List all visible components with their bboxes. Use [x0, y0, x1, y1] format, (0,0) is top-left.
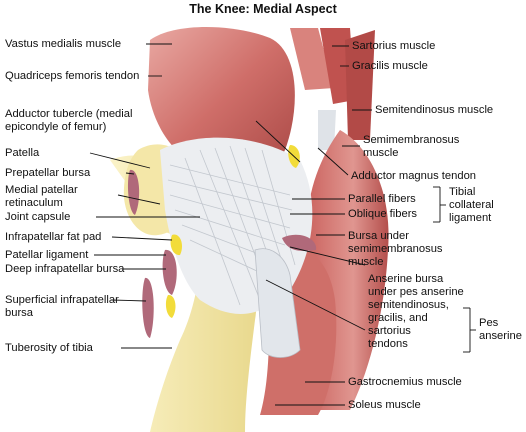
label-anserine-bursa-line1: Anserine bursa [368, 273, 444, 285]
label-adductor-tubercle-line2: epicondyle of femur) [5, 121, 107, 133]
label-patellar-ligament: Patellar ligament [5, 249, 89, 261]
label-anserine-bursa-line3: semitendinosus, [368, 299, 449, 311]
label-tibial-collateral-line1: Tibial [449, 186, 476, 198]
semitendinosus-shape [345, 30, 375, 140]
label-adductor-magnus-tendon: Adductor magnus tendon [351, 170, 477, 182]
label-vastus-medialis: Vastus medialis muscle [5, 38, 122, 50]
vastus-medialis-shape [148, 27, 295, 173]
superficial-infrapatellar-bursa-shape [142, 277, 154, 338]
tibia-shape [110, 155, 257, 432]
pes-anserine-tendons-shape [254, 248, 301, 358]
label-tibial-collateral-line2: collateral [449, 199, 494, 211]
label-adductor-tubercle-line1: Adductor tubercle (medial [5, 108, 133, 120]
infrapatellar-fat-pad-shape [170, 234, 183, 256]
label-pes-anserine-line1: Pes [479, 317, 499, 329]
label-medial-retinaculum-line1: Medial patellar [5, 184, 78, 196]
label-infrapatellar-fat-pad: Infrapatellar fat pad [5, 231, 102, 243]
fat-pad-lower-shape [165, 294, 176, 318]
label-pes-anserine-line2: anserine [479, 330, 522, 342]
label-parallel-fibers: Parallel fibers [348, 193, 416, 205]
label-semimembranosus-line2: muscle [363, 147, 399, 159]
label-anserine-bursa-line2: under pes anserine [368, 286, 464, 298]
label-joint-capsule: Joint capsule [5, 211, 71, 223]
sartorius-shape [290, 28, 334, 90]
label-gastrocnemius: Gastrocnemius muscle [348, 376, 462, 388]
label-sartorius: Sartorius muscle [352, 40, 436, 52]
label-oblique-fibers: Oblique fibers [348, 208, 418, 220]
label-patella: Patella [5, 147, 40, 159]
leader-lines [89, 43, 476, 406]
semitendinosus-tendon-shape [318, 110, 336, 150]
label-semitendinosus: Semitendinosus muscle [375, 104, 494, 116]
label-soleus: Soleus muscle [348, 399, 421, 411]
label-superficial-bursa-line1: Superficial infrapatellar [5, 294, 119, 306]
prepatellar-bursa-shape [127, 169, 140, 215]
diagram-title: The Knee: Medial Aspect [189, 2, 337, 16]
label-bursa-semimembranosus-line2: semimembranosus [348, 243, 443, 255]
label-anserine-bursa-line4: gracilis, and [368, 312, 428, 324]
label-medial-retinaculum-line2: retinaculum [5, 197, 63, 209]
label-gracilis: Gracilis muscle [352, 60, 428, 72]
label-tibial-tuberosity: Tuberosity of tibia [5, 342, 93, 354]
label-quadriceps-tendon: Quadriceps femoris tendon [5, 70, 140, 82]
label-anserine-bursa-line6: tendons [368, 338, 408, 350]
label-superficial-bursa-line2: bursa [5, 307, 33, 319]
label-anserine-bursa-line5: sartorius [368, 325, 411, 337]
label-tibial-collateral-line3: ligament [449, 212, 492, 224]
label-prepatellar-bursa: Prepatellar bursa [5, 167, 91, 179]
label-bursa-semimembranosus-line1: Bursa under [348, 230, 409, 242]
deep-infrapatellar-bursa-shape [162, 249, 177, 295]
label-deep-infrapatellar-bursa: Deep infrapatellar bursa [5, 263, 125, 275]
label-semimembranosus-line1: Semimembranosus [363, 134, 460, 146]
label-bursa-semimembranosus-line3: muscle [348, 256, 384, 268]
